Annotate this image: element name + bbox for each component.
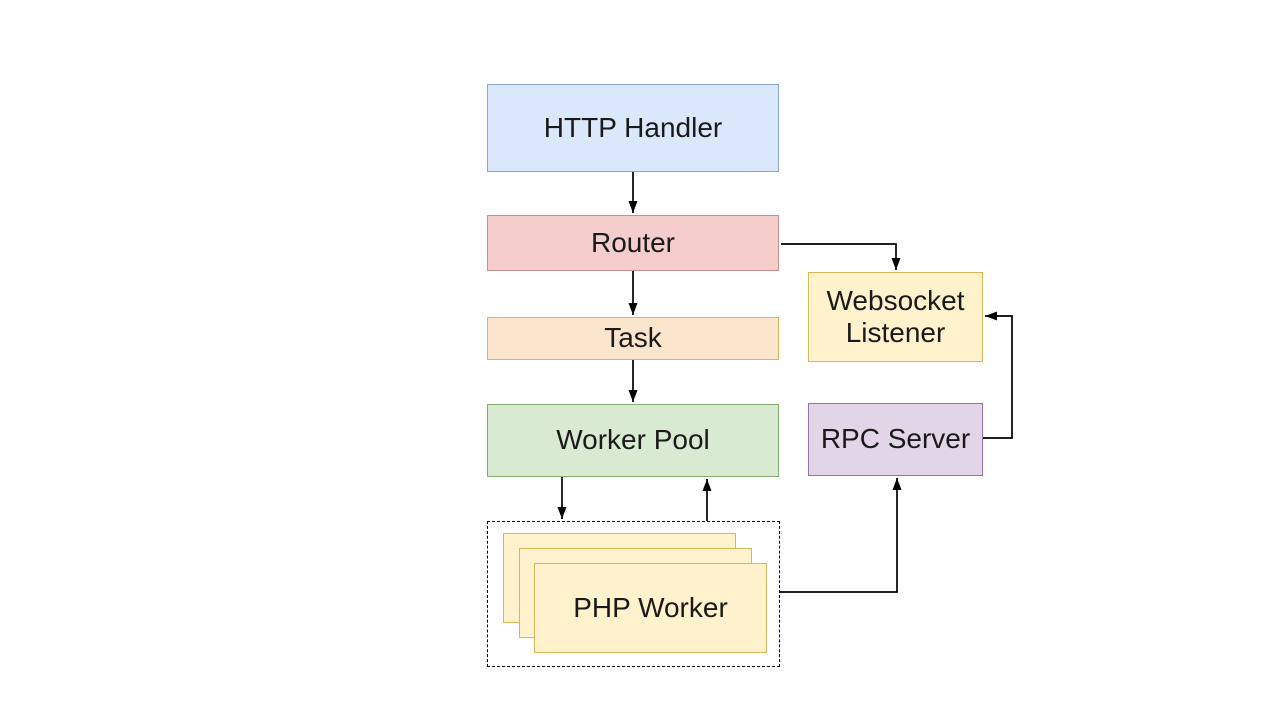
node-worker-pool-label: Worker Pool: [556, 424, 710, 456]
node-websocket-listener-label: Websocket Listener: [826, 284, 965, 348]
node-task-label: Task: [604, 322, 662, 354]
node-http-handler: HTTP Handler: [487, 84, 779, 172]
node-task: Task: [487, 317, 779, 360]
node-websocket-listener: Websocket Listener: [808, 272, 983, 362]
arrow-router-to-websocket-listener: [781, 243, 901, 270]
php-worker-card-front: PHP Worker: [534, 563, 767, 653]
node-rpc-server-label: RPC Server: [820, 423, 971, 455]
arrow-rpc-server-to-websocket-listener: [983, 311, 1013, 439]
node-rpc-server: RPC Server: [808, 403, 983, 476]
arrow-php-worker-to-rpc-server: [780, 478, 902, 593]
php-worker-group-container: [487, 521, 780, 667]
node-http-handler-label: HTTP Handler: [543, 111, 723, 143]
node-worker-pool: Worker Pool: [487, 404, 779, 477]
node-router-label: Router: [590, 226, 676, 258]
php-worker-label: PHP Worker: [573, 592, 728, 623]
node-router: Router: [487, 215, 779, 271]
